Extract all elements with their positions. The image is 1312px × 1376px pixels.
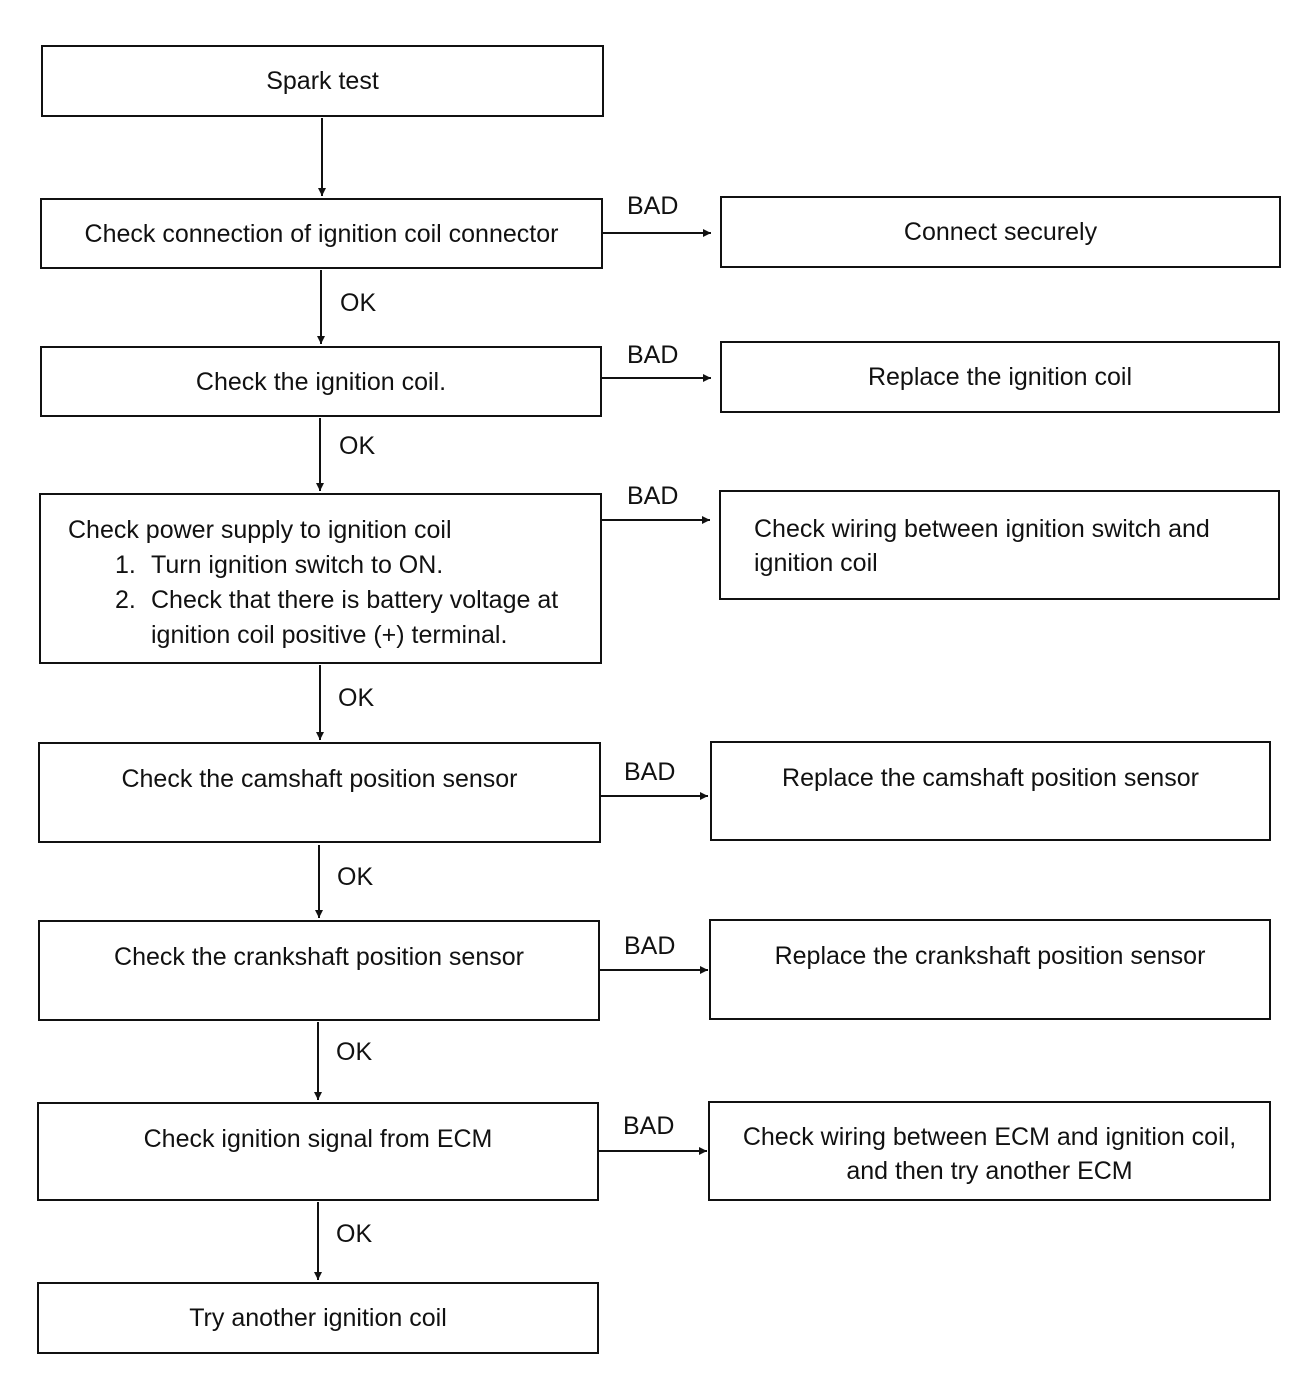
- node-replace-crankshaft: Replace the crankshaft position sensor: [709, 919, 1271, 1020]
- ok-label: OK: [338, 684, 375, 712]
- node-check-connector: Check connection of ignition coil connec…: [40, 198, 603, 269]
- power-title: Check power supply to ignition coil: [68, 516, 452, 544]
- node-check-wiring-ecm: Check wiring between ECM and ignition co…: [708, 1101, 1271, 1201]
- node-check-signal: Check ignition signal from ECM: [37, 1102, 599, 1201]
- ok-label: OK: [340, 289, 377, 317]
- node-try-another-coil: Try another ignition coil: [37, 1282, 599, 1354]
- ok-label: OK: [336, 1038, 373, 1066]
- bad-label: BAD: [627, 341, 679, 369]
- power-step-1-text: Turn ignition switch to ON.: [151, 551, 444, 579]
- power-step-2-text-cont: ignition coil positive (+) terminal.: [151, 621, 508, 649]
- node-check-wiring-switch: Check wiring between ignition switch and…: [719, 490, 1280, 600]
- bad-label: BAD: [627, 482, 679, 510]
- node-connect-securely: Connect securely: [720, 196, 1281, 268]
- node-spark-test: Spark test: [41, 45, 604, 117]
- bad-label: BAD: [627, 192, 679, 220]
- power-step-2-text: Check that there is battery voltage at: [151, 586, 559, 614]
- node-check-power: Check power supply to ignition coil 1. T…: [39, 493, 602, 664]
- node-check-crankshaft: Check the crankshaft position sensor: [38, 920, 600, 1021]
- ok-label: OK: [339, 432, 376, 460]
- node-replace-camshaft: Replace the camshaft position sensor: [710, 741, 1271, 841]
- node-replace-coil: Replace the ignition coil: [720, 341, 1280, 413]
- ok-label: OK: [336, 1220, 373, 1248]
- bad-label: BAD: [624, 758, 676, 786]
- node-check-coil: Check the ignition coil.: [40, 346, 602, 417]
- node-check-camshaft: Check the camshaft position sensor: [38, 742, 601, 843]
- bad-label: BAD: [623, 1112, 675, 1140]
- power-step-2-num: 2.: [115, 586, 136, 614]
- power-step-1-num: 1.: [115, 551, 136, 579]
- ok-label: OK: [337, 863, 374, 891]
- bad-label: BAD: [624, 932, 676, 960]
